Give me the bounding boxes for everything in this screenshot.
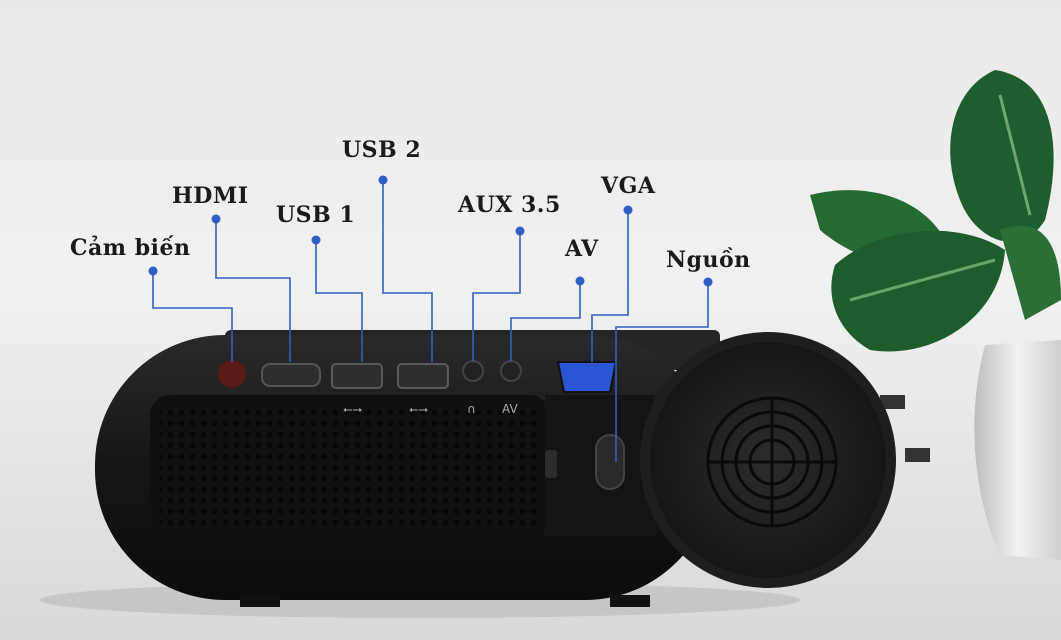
av-jack [500,360,522,382]
dot-hdmi [211,214,221,224]
label-vga: VGA [601,173,656,199]
dot-av [575,276,585,286]
label-usb1: USB 1 [276,202,356,228]
usb1-port [331,363,383,389]
vga-port [556,361,618,393]
dot-usb1 [311,235,321,245]
label-av: AV [565,236,599,262]
dot-vga [623,205,633,215]
label-aux: AUX 3.5 [458,192,561,218]
callout-dots [148,175,713,287]
plant [810,70,1061,352]
dot-cam-bien [148,266,158,276]
label-hdmi: HDMI [172,183,249,209]
label-usb2: USB 2 [342,137,422,163]
usb2-port [397,363,449,389]
usb2-symbol: ⭠⭢ [409,402,429,416]
lens-disk [640,332,930,588]
callout-lines [152,180,709,462]
headphone-icon: ∩ [467,402,476,416]
hdmi-port [261,363,321,387]
power-socket [595,434,625,490]
aux-jack [462,360,484,382]
ir-sensor [218,360,246,388]
vent-grille [160,405,540,525]
dot-nguon [703,277,713,287]
plant-pot [974,340,1061,560]
dot-aux [515,226,525,236]
usb1-symbol: ⭠⭢ [343,402,363,416]
av-mark: AV [502,402,518,416]
dot-usb2 [378,175,388,185]
label-nguon: Nguồn [666,247,751,273]
label-cam-bien: Cảm biến [70,235,191,261]
